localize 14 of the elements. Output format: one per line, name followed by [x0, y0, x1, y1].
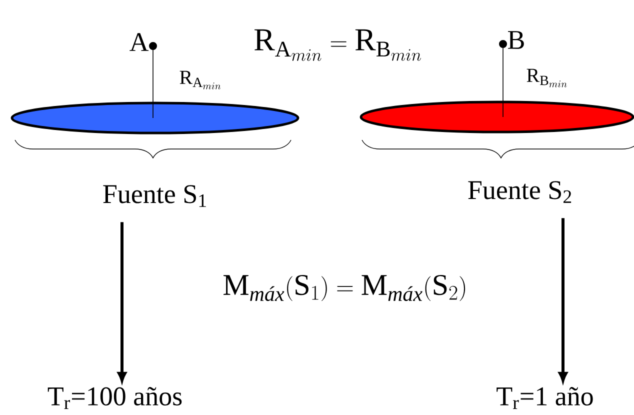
node-text: Fuente S$_{2}$ [468, 181, 572, 203]
edge-label: $\mathrm{R}_{\mathrm{A}_{min}}$ [180, 70, 221, 90]
source-disc [360, 100, 634, 134]
edge-label: $\mathrm{R}_{\mathrm{B}_{min}}$ [526, 68, 567, 88]
node-text: T$_{r}$=100 años [48, 387, 182, 409]
node-text: T$_{r}$=1 año [496, 387, 593, 409]
node-text: Fuente S$_{1}$ [103, 185, 206, 207]
equation: $\mathrm{R}_{\mathrm{A}_{min}} = \mathrm{R}_{\mathrm{B}_{min}}$ [254, 29, 421, 61]
equation: $\mathrm{M}_{\textit{máx}}(\mathrm{S}_1) = \mathrm{M}_{\textit{máx}}(\mathrm{S}_2)$ [224, 274, 466, 302]
node-text: A [130, 33, 149, 51]
source-disc [10, 102, 300, 134]
node-text: B [508, 31, 524, 49]
radius-line [499, 40, 507, 118]
radius-line [149, 42, 157, 118]
